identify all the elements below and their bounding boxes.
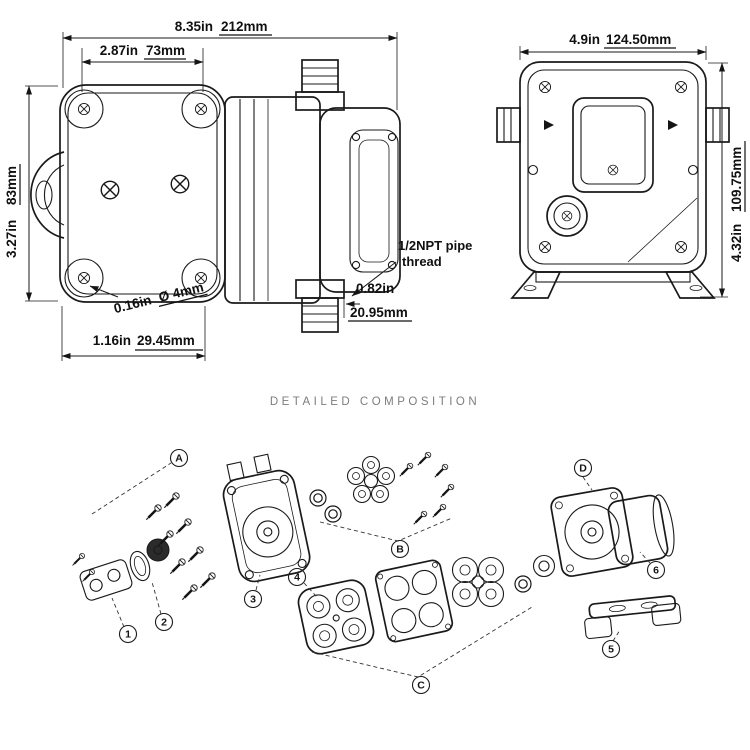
part-diaphragm bbox=[297, 579, 375, 655]
mounting-plate bbox=[59, 84, 226, 303]
left-port-front bbox=[496, 107, 554, 143]
dim-front-width-mm: 124.50mm bbox=[606, 32, 671, 47]
part-number-5: 5 bbox=[601, 639, 621, 659]
part-housing-cup bbox=[550, 487, 634, 577]
pipe-thread-note-line2: thread bbox=[402, 254, 442, 269]
screw-cluster-b bbox=[398, 451, 455, 526]
pipe-thread-note: 1/2NPT pipe thread bbox=[351, 238, 472, 297]
dim-port-inch: 0.82in bbox=[356, 281, 394, 296]
dim-front-width-inch: 4.9in bbox=[569, 32, 600, 47]
svg-text:B: B bbox=[396, 544, 404, 556]
dim-port: 0.82in 20.95mm bbox=[343, 281, 412, 322]
part-number-6: 6 bbox=[646, 560, 666, 580]
o-ring-icon bbox=[324, 505, 342, 523]
motor-end-cap bbox=[30, 151, 65, 239]
mount-screw-icon bbox=[77, 271, 91, 285]
bearing-icon bbox=[532, 554, 556, 578]
dim-mount-width: 2.87in 73mm bbox=[81, 43, 204, 92]
svg-text:3: 3 bbox=[250, 594, 256, 606]
composition-heading: DETAILED COMPOSITION bbox=[270, 396, 480, 408]
svg-text:2: 2 bbox=[161, 617, 167, 629]
pump-head bbox=[319, 107, 401, 293]
exploded-view: A bbox=[71, 448, 682, 695]
o-ring-icon bbox=[309, 489, 327, 507]
dim-mount-width-inch: 2.87in bbox=[100, 43, 138, 58]
front-view: 4.9in 124.50mm 4.32in 109.75mm bbox=[496, 32, 746, 299]
part-number-3: 3 bbox=[243, 589, 263, 609]
dim-front-height: 4.32in 109.75mm bbox=[700, 62, 746, 298]
top-port-fitting bbox=[295, 59, 345, 111]
body-screw-icon bbox=[674, 240, 688, 254]
group-label-c: C bbox=[411, 675, 431, 695]
svg-text:A: A bbox=[175, 453, 183, 465]
body-screw-icon bbox=[538, 80, 552, 94]
dim-front-height-mm: 109.75mm bbox=[729, 147, 744, 212]
dim-overall-width-mm: 212mm bbox=[221, 19, 268, 34]
dim-height-mm: 83mm bbox=[4, 166, 19, 205]
part-motor-cylinder bbox=[607, 494, 675, 566]
dim-foot-offset: 1.16in 29.45mm bbox=[61, 306, 206, 361]
dim-hole-callout: 0.16in Ø 4mm bbox=[89, 279, 208, 316]
pressure-switch-cover bbox=[572, 97, 654, 193]
dim-foot-inch: 1.16in bbox=[93, 333, 131, 348]
center-screw-icon bbox=[100, 180, 120, 200]
screw-icon bbox=[71, 552, 86, 567]
part-cam-knob bbox=[129, 538, 170, 582]
dim-mount-width-mm: 73mm bbox=[146, 43, 185, 58]
dim-overall-width-inch: 8.35in bbox=[175, 19, 213, 34]
part-pump-head bbox=[222, 453, 311, 583]
body-screw-icon bbox=[674, 80, 688, 94]
part-number-2: 2 bbox=[154, 612, 174, 632]
dim-height-inch: 3.27in bbox=[4, 220, 19, 258]
side-view: 8.35in 212mm 2.87in 73mm 3.27in 83mm bbox=[4, 19, 472, 361]
svg-text:4: 4 bbox=[294, 572, 300, 584]
motor-body bbox=[224, 96, 321, 304]
part-piston-assembly bbox=[451, 556, 505, 608]
group-label-b: B bbox=[390, 539, 410, 559]
svg-text:1: 1 bbox=[125, 629, 131, 641]
mount-screw-icon bbox=[77, 102, 91, 116]
dim-port-mm: 20.95mm bbox=[350, 305, 408, 320]
flow-arrow-icon bbox=[544, 120, 554, 130]
bottom-port-fitting bbox=[295, 279, 345, 333]
part-number-4: 4 bbox=[287, 567, 307, 587]
part-motor-bracket bbox=[79, 559, 133, 601]
center-screw-icon bbox=[170, 174, 190, 194]
part-number-1: 1 bbox=[118, 624, 138, 644]
washer-icon bbox=[514, 575, 532, 593]
flow-arrow-icon bbox=[668, 120, 678, 130]
pipe-thread-note-line1: 1/2NPT pipe bbox=[398, 238, 472, 253]
group-label-a: A bbox=[169, 448, 189, 468]
part-base-bracket bbox=[584, 595, 682, 640]
svg-text:6: 6 bbox=[653, 565, 659, 577]
dim-foot-mm: 29.45mm bbox=[137, 333, 195, 348]
dim-front-height-inch: 4.32in bbox=[729, 224, 744, 262]
group-label-d: D bbox=[573, 458, 593, 478]
svg-text:D: D bbox=[579, 463, 587, 475]
svg-text:C: C bbox=[417, 680, 425, 692]
mount-screw-icon bbox=[194, 102, 208, 116]
switch-screw-icon bbox=[607, 164, 619, 176]
part-valve-plate bbox=[374, 559, 454, 643]
svg-text:5: 5 bbox=[608, 644, 614, 656]
dim-front-width: 4.9in 124.50mm bbox=[519, 32, 707, 60]
dim-height: 3.27in 83mm bbox=[4, 85, 58, 302]
dim-hole-inch: 0.16in bbox=[112, 292, 153, 316]
dial-screw-icon bbox=[561, 210, 573, 222]
dim-overall-width: 8.35in 212mm bbox=[62, 19, 398, 110]
part-valve-rotor bbox=[346, 455, 396, 504]
adjust-dial bbox=[546, 195, 588, 237]
body-screw-icon bbox=[538, 240, 552, 254]
base-bracket bbox=[510, 271, 716, 299]
